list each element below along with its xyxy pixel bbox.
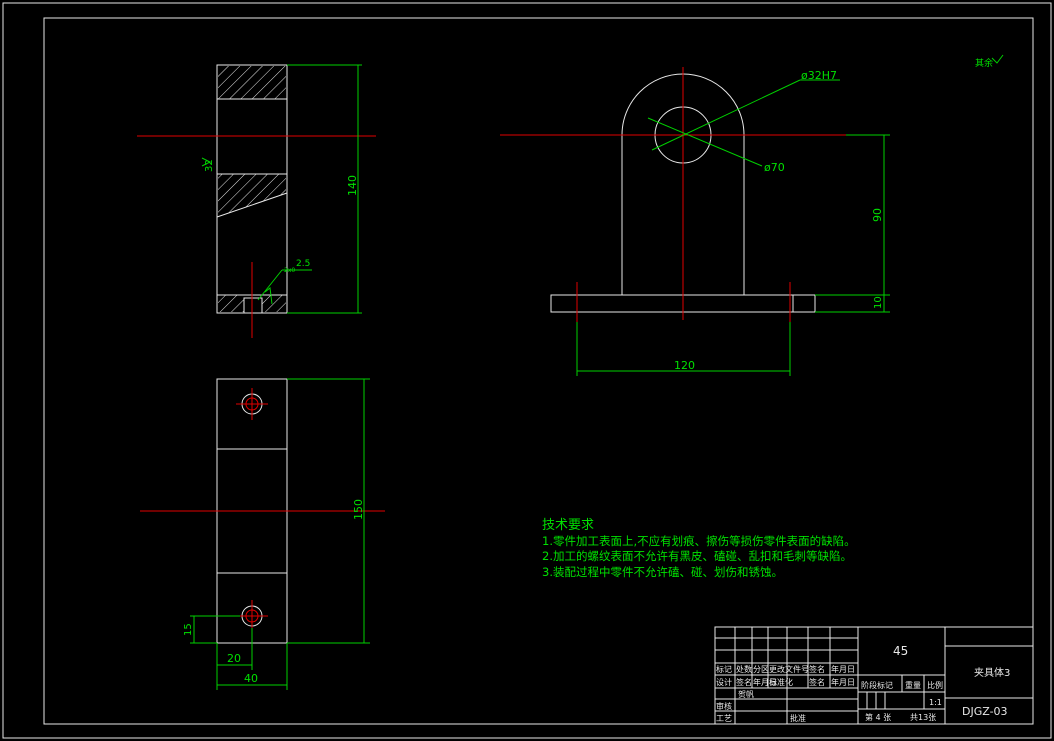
tb-approve: 批准 xyxy=(790,713,806,723)
tb-design-sign: 签名 xyxy=(736,677,752,687)
tb-standard-date: 年月日 xyxy=(831,677,855,687)
tb-revision-sign: 签名 xyxy=(809,664,825,674)
drawing-number: DJGZ-03 xyxy=(962,705,1008,718)
plan-view: 150 15 20 40 xyxy=(140,378,385,690)
tb-revision-doc: 更改文件号 xyxy=(769,664,809,674)
thread-callout: 2.5 xyxy=(296,259,310,269)
roughness-symbol-icon xyxy=(991,54,1004,64)
boss-diameter: ø70 xyxy=(764,161,785,174)
side-section-view: 140 32 2.5 2x0 xyxy=(137,64,376,338)
tb-revision-count: 处数 xyxy=(736,664,752,674)
tb-scale: 1:1 xyxy=(929,698,942,707)
material: 45 xyxy=(893,644,908,658)
tb-sheet: 第 4 张 xyxy=(865,712,891,722)
dim-hole-offset-y: 15 xyxy=(183,623,194,636)
roughness-note: 其余 xyxy=(975,57,993,69)
tech-req-item: 1.零件加工表面上,不应有划痕、擦伤等损伤零件表面的缺陷。 xyxy=(542,534,856,548)
bore-diameter: ø32H7 xyxy=(801,69,837,82)
dim-flange: 32 xyxy=(204,159,215,172)
technical-requirements: 技术要求 1.零件加工表面上,不应有划痕、擦伤等损伤零件表面的缺陷。 2.加工的… xyxy=(542,518,856,579)
tb-design-date: 年月日 xyxy=(753,677,777,687)
tb-stage: 阶段标记 xyxy=(861,680,893,690)
tb-design: 设计 xyxy=(716,677,732,687)
tb-process: 工艺 xyxy=(716,714,732,723)
thread-callout-small: 2x0 xyxy=(284,267,295,274)
dim-base-width: 120 xyxy=(674,359,695,372)
front-view: ø32H7 ø70 90 10 120 xyxy=(500,67,890,376)
dim-height-90: 90 xyxy=(871,208,884,222)
tech-req-item: 3.装配过程中零件不允许磕、碰、划伤和锈蚀。 xyxy=(542,565,783,579)
part-name: 夹具体3 xyxy=(974,666,1010,679)
tb-total: 共13张 xyxy=(910,713,936,722)
dim-plan-width: 40 xyxy=(244,672,258,685)
tb-standard: 标准化 xyxy=(769,677,793,687)
tb-author: 贺帆 xyxy=(738,689,754,699)
tb-scale-label: 比例 xyxy=(927,680,943,690)
dim-side-height: 140 xyxy=(346,175,359,196)
drawing-frame xyxy=(43,17,1034,725)
tb-check: 审核 xyxy=(716,701,732,711)
tech-req-item: 2.加工的螺纹表面不允许有黑皮、磕碰、乱扣和毛刺等缺陷。 xyxy=(542,549,852,563)
title-block: 45 夹具体3 DJGZ-03 标记 处数 分区 更改文件号 签名 年月日 设计… xyxy=(714,626,1034,725)
dim-base-thickness: 10 xyxy=(873,296,884,309)
tech-req-title: 技术要求 xyxy=(542,518,594,533)
tb-weight: 重量 xyxy=(905,680,921,690)
dim-plan-length: 150 xyxy=(352,499,365,520)
tb-revision-date: 年月日 xyxy=(831,664,855,674)
tb-standard-sign: 签名 xyxy=(809,677,825,687)
tb-revision-mark: 标记 xyxy=(716,664,732,674)
dim-hole-offset-x: 20 xyxy=(227,652,241,665)
tb-revision-zone: 分区 xyxy=(753,665,769,674)
